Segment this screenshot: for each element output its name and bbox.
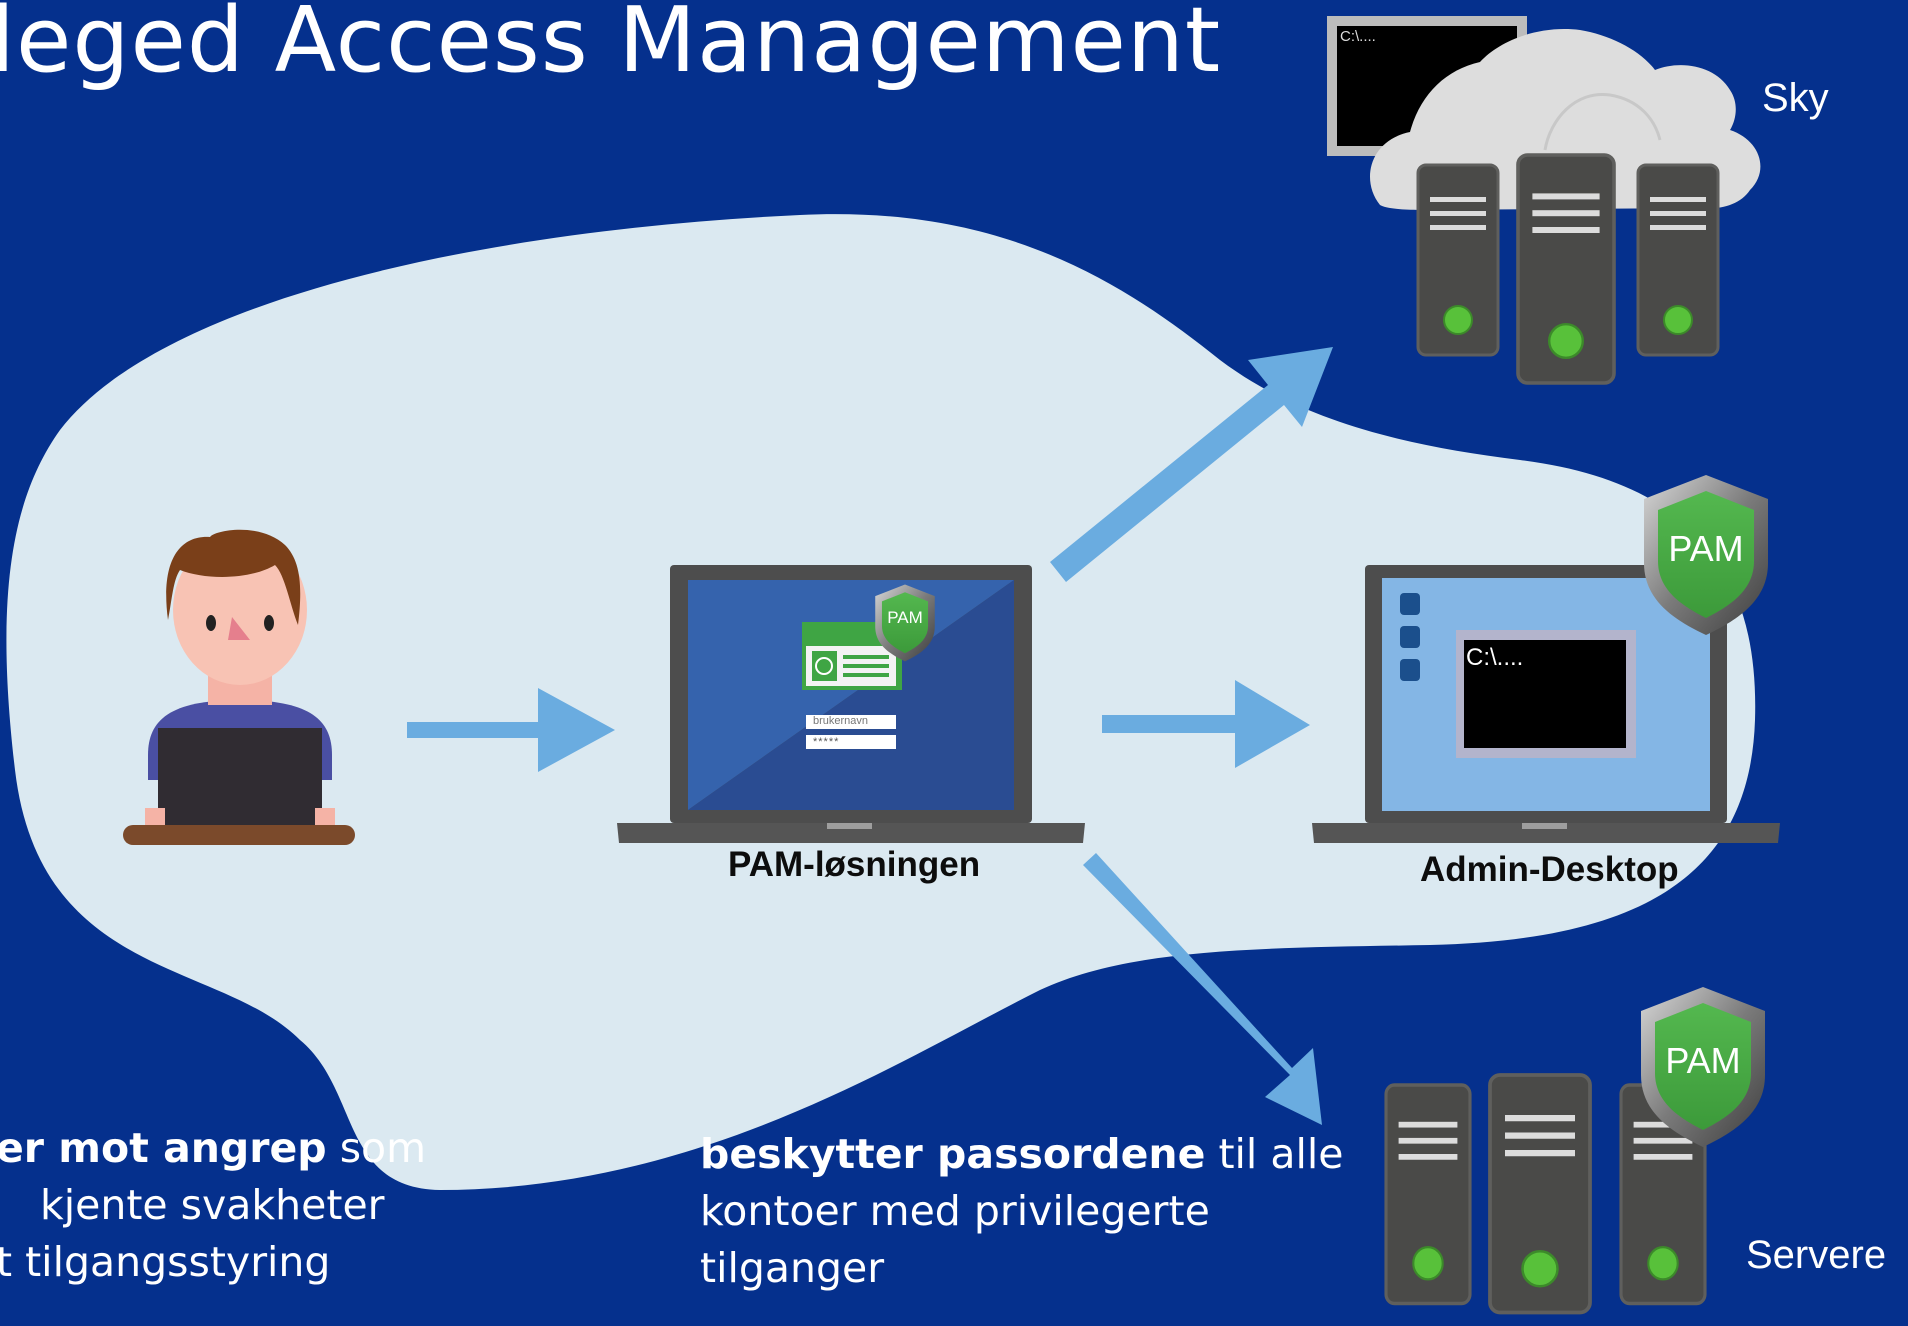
- mid-text-line3: tilganger: [700, 1244, 885, 1292]
- cloud-group: [1327, 16, 1761, 385]
- mid-text-line2: kontoer med privilegerte: [700, 1187, 1210, 1235]
- admin-desktop-label: Admin-Desktop: [1420, 850, 1679, 889]
- left-text-line3: t tilgangsstyring: [0, 1238, 331, 1286]
- servers-label: Servere: [1746, 1233, 1887, 1277]
- server-pam-badge-text: PAM: [1665, 1040, 1741, 1081]
- pam-laptop: [617, 565, 1085, 843]
- user-figure: [123, 529, 355, 845]
- laptop-pam-badge-text: PAM: [887, 608, 923, 627]
- pam-solution-label: PAM-løsningen: [728, 845, 981, 884]
- admin-pam-badge-text: PAM: [1668, 528, 1744, 569]
- cloud-label: Sky: [1762, 76, 1829, 120]
- page-title: leged Access Management: [0, 0, 1222, 93]
- left-text-line1-rest: som: [326, 1124, 427, 1172]
- password-field: *****: [813, 736, 840, 748]
- mid-text-bold: beskytter passordene: [700, 1130, 1206, 1178]
- left-text-line2: kjente svakheter: [40, 1181, 385, 1229]
- username-field: brukernavn: [813, 715, 869, 727]
- mid-text-line1-rest: til alle: [1205, 1130, 1344, 1178]
- admin-laptop: [1312, 565, 1780, 843]
- left-text-bold: er mot angrep: [0, 1124, 327, 1172]
- left-description: er mot angrep som kjente svakheter t til…: [0, 1120, 426, 1291]
- cloud-terminal-prompt: C:\....: [1340, 28, 1376, 45]
- admin-terminal-prompt: C:\....: [1466, 644, 1524, 671]
- mid-description: beskytter passordene til alle kontoer me…: [700, 1126, 1343, 1297]
- flow-arrows: [407, 347, 1333, 1125]
